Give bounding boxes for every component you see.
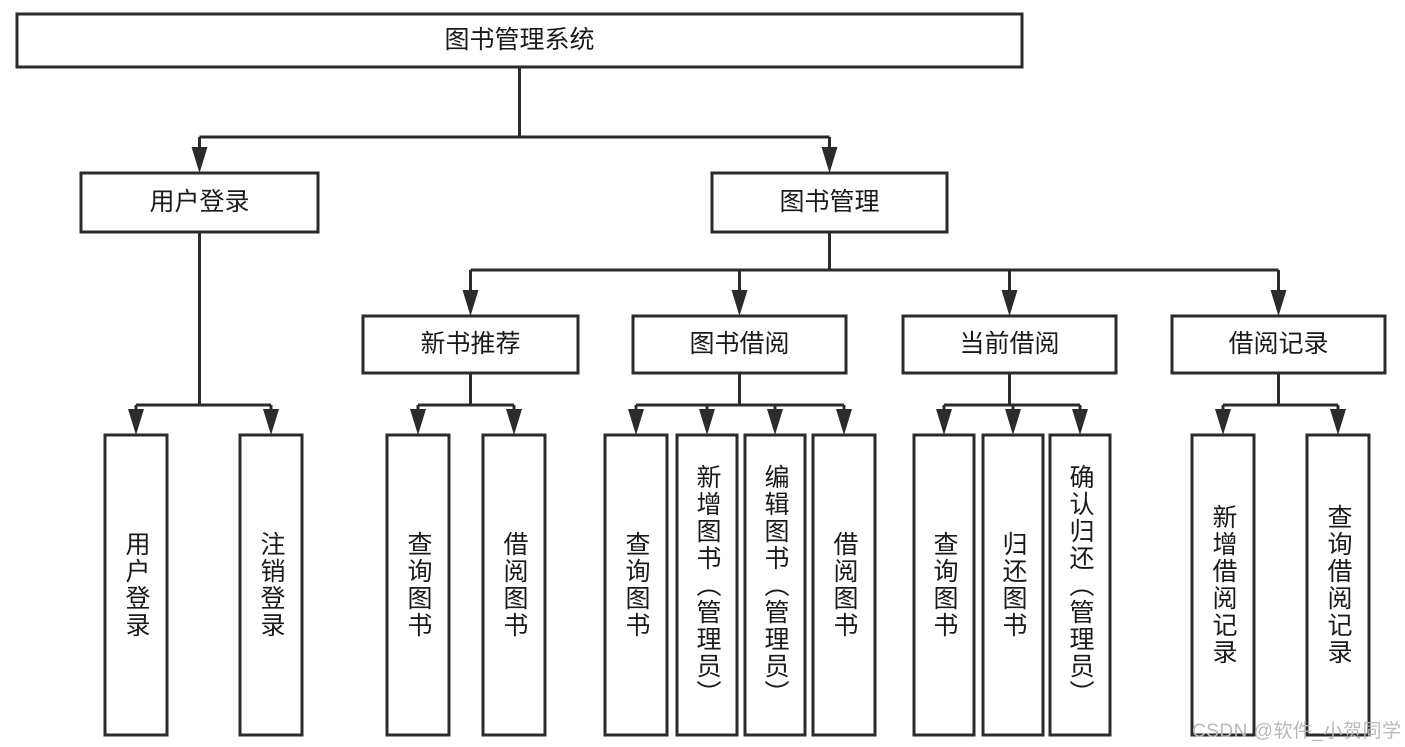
arrow-level2-to-level3-3 [1270,290,1287,316]
node-box-leaf-0[interactable] [103,433,169,737]
node-box-level3-1[interactable] [631,314,848,375]
node-label-leaf-10: 确认归还（管理员） [1066,463,1094,707]
arrow-level2-to-level3-2 [1001,290,1018,316]
arrow-root-to-level2-0 [191,147,208,173]
node-label-leaf-4: 查询图书 [622,531,650,639]
csdn-watermark: CSDN @软件_小贺同学 [1192,721,1402,742]
arrow-level3-0-to-leaf-0 [410,409,426,435]
node-label-level3-3: 借阅记录 [1228,330,1328,358]
node-label-leaf-3: 借阅图书 [500,531,528,639]
node-label-leaf-7: 借阅图书 [830,531,858,639]
arrow-level3-2-to-leaf-2 [1072,409,1088,435]
node-label-leaf-6: 编辑图书（管理员） [761,463,789,707]
node-box-root[interactable] [15,12,1024,69]
arrow-root-to-level2-1 [821,147,838,173]
node-box-leaf-4[interactable] [603,433,669,737]
node-label-leaf-12: 查询借阅记录 [1324,504,1352,666]
node-box-level2-0[interactable] [79,171,320,234]
node-box-leaf-1[interactable] [238,433,304,737]
node-box-leaf-3[interactable] [481,433,547,737]
connector-edges-group [128,67,1346,435]
node-label-level3-1: 图书借阅 [689,330,789,358]
arrow-level3-1-to-leaf-1 [699,409,715,435]
node-label-level2-1: 图书管理 [779,188,879,216]
node-label-root: 图书管理系统 [444,26,594,54]
node-box-leaf-6[interactable] [743,433,807,737]
node-box-leaf-12[interactable] [1305,433,1371,737]
node-label-level3-2: 当前借阅 [959,330,1059,358]
node-box-level3-3[interactable] [1170,314,1387,375]
node-box-leaf-11[interactable] [1190,433,1256,737]
node-box-level2-1[interactable] [710,171,949,234]
arrow-level3-3-to-leaf-1 [1330,409,1346,435]
node-label-leaf-5: 新增图书（管理员） [693,463,721,707]
node-boxes-group [15,12,1387,737]
arrow-level3-2-to-leaf-1 [1005,409,1021,435]
node-box-leaf-5[interactable] [675,433,739,737]
arrow-level3-2-to-leaf-0 [936,409,952,435]
arrow-user-to-leaf-0 [128,409,144,435]
node-box-level3-2[interactable] [901,314,1118,375]
arrow-level3-1-to-leaf-0 [628,409,644,435]
node-box-leaf-2[interactable] [385,433,451,737]
node-label-leaf-8: 查询图书 [930,531,958,639]
node-box-level3-0[interactable] [361,314,580,375]
arrow-level3-3-to-leaf-0 [1215,409,1231,435]
node-label-leaf-11: 新增借阅记录 [1209,504,1237,666]
node-label-level2-0: 用户登录 [149,188,249,216]
node-box-leaf-9[interactable] [981,433,1045,737]
node-box-leaf-7[interactable] [811,433,877,737]
node-label-leaf-1: 注销登录 [257,531,285,639]
node-label-leaf-0: 用户登录 [122,531,150,639]
node-box-leaf-10[interactable] [1048,433,1112,737]
arrow-level3-1-to-leaf-2 [767,409,783,435]
node-box-leaf-8[interactable] [912,433,976,737]
arrow-user-to-leaf-1 [263,409,279,435]
arrow-level2-to-level3-0 [462,290,479,316]
arrow-level3-1-to-leaf-3 [836,409,852,435]
arrow-level3-0-to-leaf-1 [506,409,522,435]
node-label-leaf-9: 归还图书 [999,531,1027,639]
node-label-level3-0: 新书推荐 [420,330,520,358]
arrow-level2-to-level3-1 [731,290,748,316]
node-label-leaf-2: 查询图书 [404,531,432,639]
